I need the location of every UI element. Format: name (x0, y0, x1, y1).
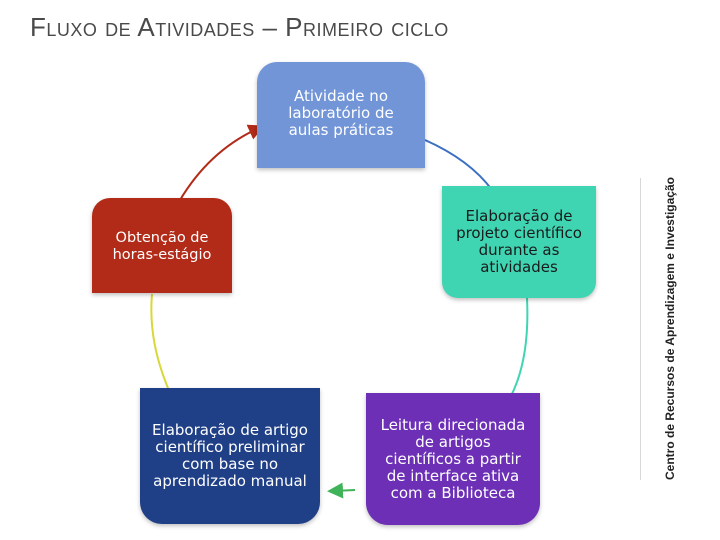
page-title: Fluxo de Atividades – Primeiro ciclo (30, 12, 449, 42)
node-lab-activity: Atividade no laboratório de aulas prátic… (257, 62, 425, 168)
arrow-right-to-bottom-center (509, 297, 529, 399)
arrow-top-to-right (424, 139, 493, 191)
node-preliminary-article-label: Elaboração de artigo científico prelimin… (152, 421, 308, 490)
side-label: Centro de Recursos de Aprendizagem e Inv… (663, 177, 677, 480)
node-internship-hours-label: Obtenção de horas-estágio (112, 230, 212, 263)
node-directed-reading-label: Leitura direcionada de artigos científic… (380, 415, 526, 502)
node-internship-hours: Obtenção de horas-estágio (92, 198, 232, 293)
node-directed-reading: Leitura direcionada de artigos científic… (366, 393, 540, 525)
node-scientific-project: Elaboração de projeto científico durante… (442, 186, 596, 298)
arrow-bottom-left-to-left (150, 293, 169, 389)
arrow-bottom-center-to-bottom-left (327, 482, 356, 499)
node-preliminary-article: Elaboração de artigo científico prelimin… (140, 388, 320, 524)
arrow-left-to-top (179, 124, 265, 201)
node-lab-activity-label: Atividade no laboratório de aulas prátic… (288, 87, 394, 139)
node-scientific-project-label: Elaboração de projeto científico durante… (456, 207, 582, 276)
side-divider (640, 178, 685, 480)
